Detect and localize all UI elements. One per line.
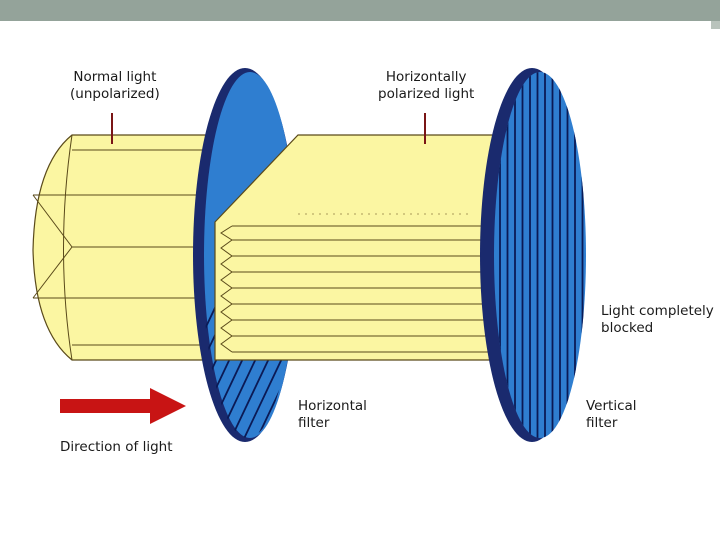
filter-hatch-line — [240, 72, 294, 438]
horizontal-filter-label: Horizontal filter — [298, 398, 367, 431]
filter-hatch-line — [214, 72, 294, 438]
header-bar — [0, 0, 720, 21]
normal-light-label: Normal light (unpolarized) — [70, 69, 160, 102]
vertical-filter-label: Vertical filter — [586, 398, 637, 431]
horizontally-polarized-label: Horizontally polarized light — [378, 69, 475, 102]
polarized-layer-edge — [220, 335, 233, 353]
direction-arrow — [60, 388, 186, 424]
polarized-layer-edge — [220, 271, 233, 289]
direction-label: Direction of light — [60, 439, 173, 455]
polarized-layer-edge — [220, 255, 233, 273]
filter-hatch-line — [227, 72, 294, 438]
polarized-layer-edge — [220, 303, 233, 321]
polarized-layer-edge — [220, 225, 233, 241]
polarized-layer-edge — [220, 239, 233, 257]
polarized-beam — [214, 134, 506, 361]
polarized-layer-edge — [220, 319, 233, 337]
polarized-layer-edge — [220, 287, 233, 305]
vertical-filter-disk — [480, 68, 586, 442]
light-blocked-label: Light completely blocked — [601, 303, 714, 336]
header-corner — [711, 21, 720, 29]
unpolarized-beam — [32, 134, 216, 361]
